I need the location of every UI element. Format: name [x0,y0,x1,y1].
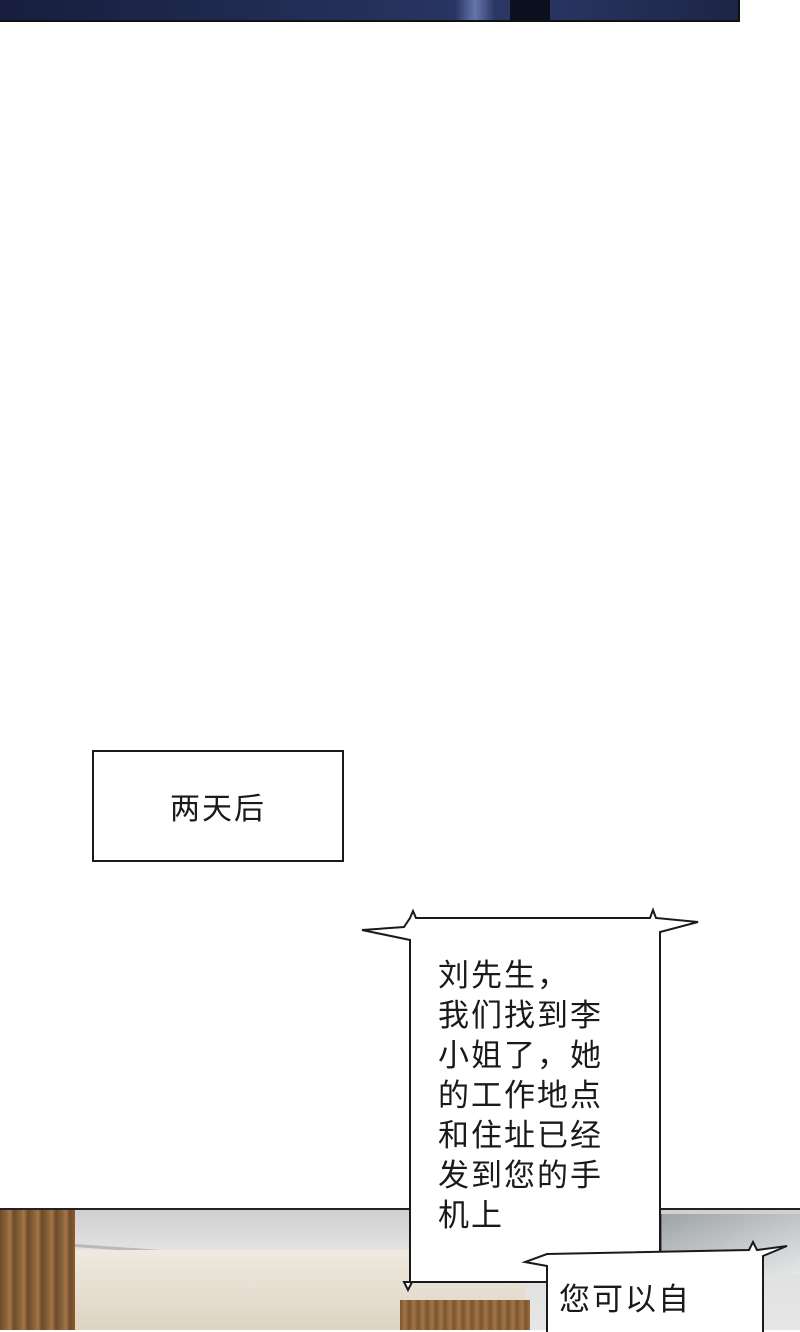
wood-panel-wall [0,1210,75,1330]
speech-bubble-main-text: 刘先生， 我们找到李 小姐了，她 的工作地点 和住址已经 发到您的手 机上 [438,956,603,1236]
caption-box: 两天后 [92,750,344,862]
top-scene-panel [0,0,740,22]
bubble-line: 我们找到李 [438,998,603,1034]
bubble-line: 的工作地点 [438,1078,603,1114]
speech-bubble-second: 您可以自 [521,1232,800,1332]
wooden-shelf [400,1300,530,1330]
bubble-line: 您可以自 [559,1282,691,1318]
scene-highlight [455,0,495,20]
bubble-line: 机上 [438,1198,504,1234]
speech-bubble-main: 刘先生， 我们找到李 小姐了，她 的工作地点 和住址已经 发到您的手 机上 [360,907,700,1293]
bubble-line: 小姐了，她 [438,1038,603,1074]
speech-bubble-second-text: 您可以自 [559,1280,691,1320]
speech-bubble-second-outline [521,1239,788,1332]
bubble-line: 刘先生， [438,958,570,994]
bubble-line: 发到您的手 [438,1158,603,1194]
caption-text: 两天后 [170,792,266,827]
scene-shadow [510,0,550,20]
bubble-line: 和住址已经 [438,1118,603,1154]
